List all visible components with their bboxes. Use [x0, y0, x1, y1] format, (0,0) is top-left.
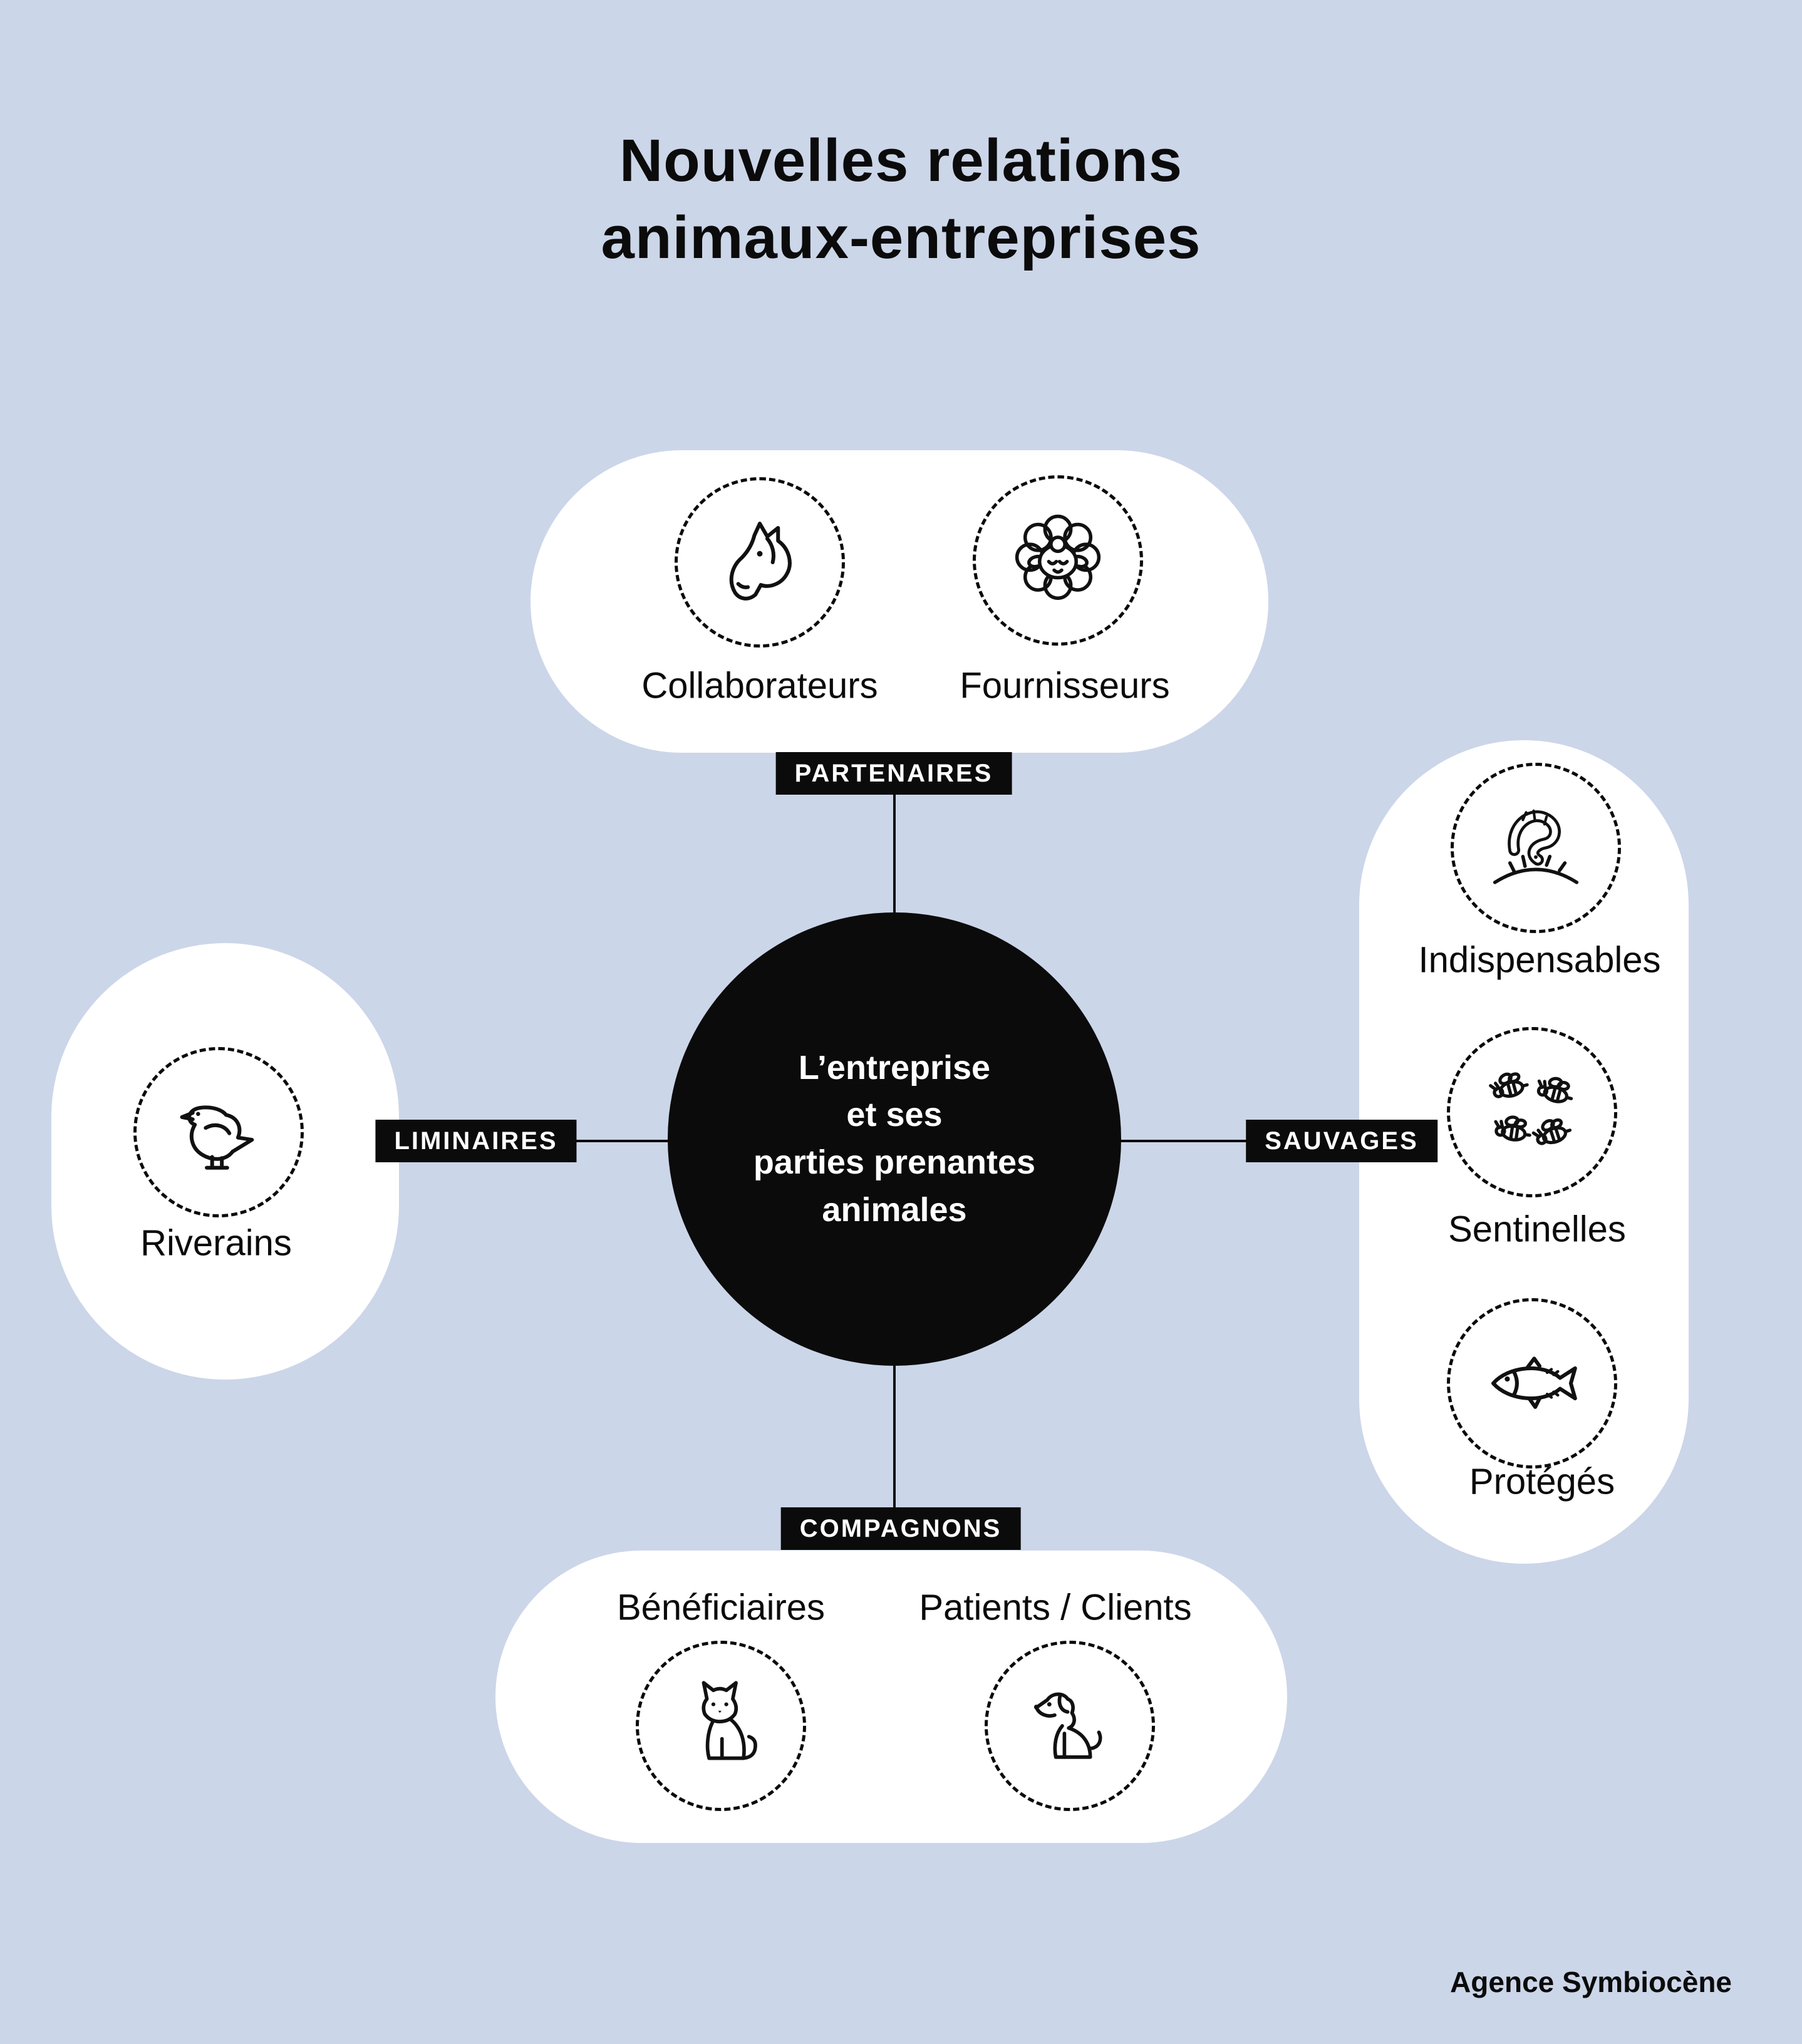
patients-clients-icon-circle	[985, 1641, 1155, 1811]
fournisseurs-icon-circle	[973, 475, 1143, 646]
proteges-icon-circle	[1447, 1298, 1617, 1468]
dog-icon	[1033, 1692, 1102, 1759]
item-label-proteges: Protégés	[1469, 1461, 1615, 1502]
item-label-fournisseurs: Fournisseurs	[960, 665, 1170, 706]
indispensables-icon-circle	[1451, 763, 1621, 933]
horse-icon	[729, 522, 792, 601]
sheep-icon	[1015, 514, 1101, 600]
connector-top	[893, 794, 896, 912]
tag-compagnons: COMPAGNONS	[780, 1507, 1021, 1550]
worm-icon	[1493, 809, 1579, 884]
tag-partenaires: PARTENAIRES	[775, 752, 1012, 795]
connector-right	[1120, 1140, 1256, 1142]
beneficiaires-icon-circle	[636, 1641, 806, 1811]
tag-liminaires: LIMINAIRES	[375, 1120, 577, 1162]
agency-credit: Agence Symbiocène	[1450, 1966, 1732, 1998]
item-label-indispensables: Indispensables	[1418, 939, 1661, 981]
collaborateurs-icon-circle	[675, 477, 845, 648]
riverains-icon-circle	[133, 1047, 304, 1217]
center-node-text: L’entreprise et ses parties prenantes an…	[753, 1048, 1036, 1229]
cat-icon	[702, 1681, 757, 1760]
connector-bottom	[893, 1366, 896, 1508]
item-label-riverains: Riverains	[140, 1222, 292, 1264]
bees-icon	[1478, 1058, 1586, 1166]
pigeon-icon	[180, 1105, 254, 1170]
item-label-beneficiaires: Bénéficiaires	[616, 1587, 826, 1628]
card-partenaires	[531, 450, 1268, 753]
center-node: L’entreprise et ses parties prenantes an…	[668, 912, 1121, 1366]
sentinelles-icon-circle	[1447, 1027, 1617, 1197]
item-label-collaborateurs: Collaborateurs	[641, 665, 878, 706]
page-title: Nouvelles relations animaux-entreprises	[601, 127, 1201, 271]
item-label-patients-clients: Patients / Clients	[919, 1587, 1192, 1628]
connector-left	[570, 1140, 669, 1142]
fish-icon	[1491, 1356, 1577, 1409]
card-compagnons	[495, 1551, 1287, 1843]
item-label-sentinelles: Sentinelles	[1448, 1209, 1626, 1250]
tag-sauvages: SAUVAGES	[1246, 1120, 1437, 1162]
